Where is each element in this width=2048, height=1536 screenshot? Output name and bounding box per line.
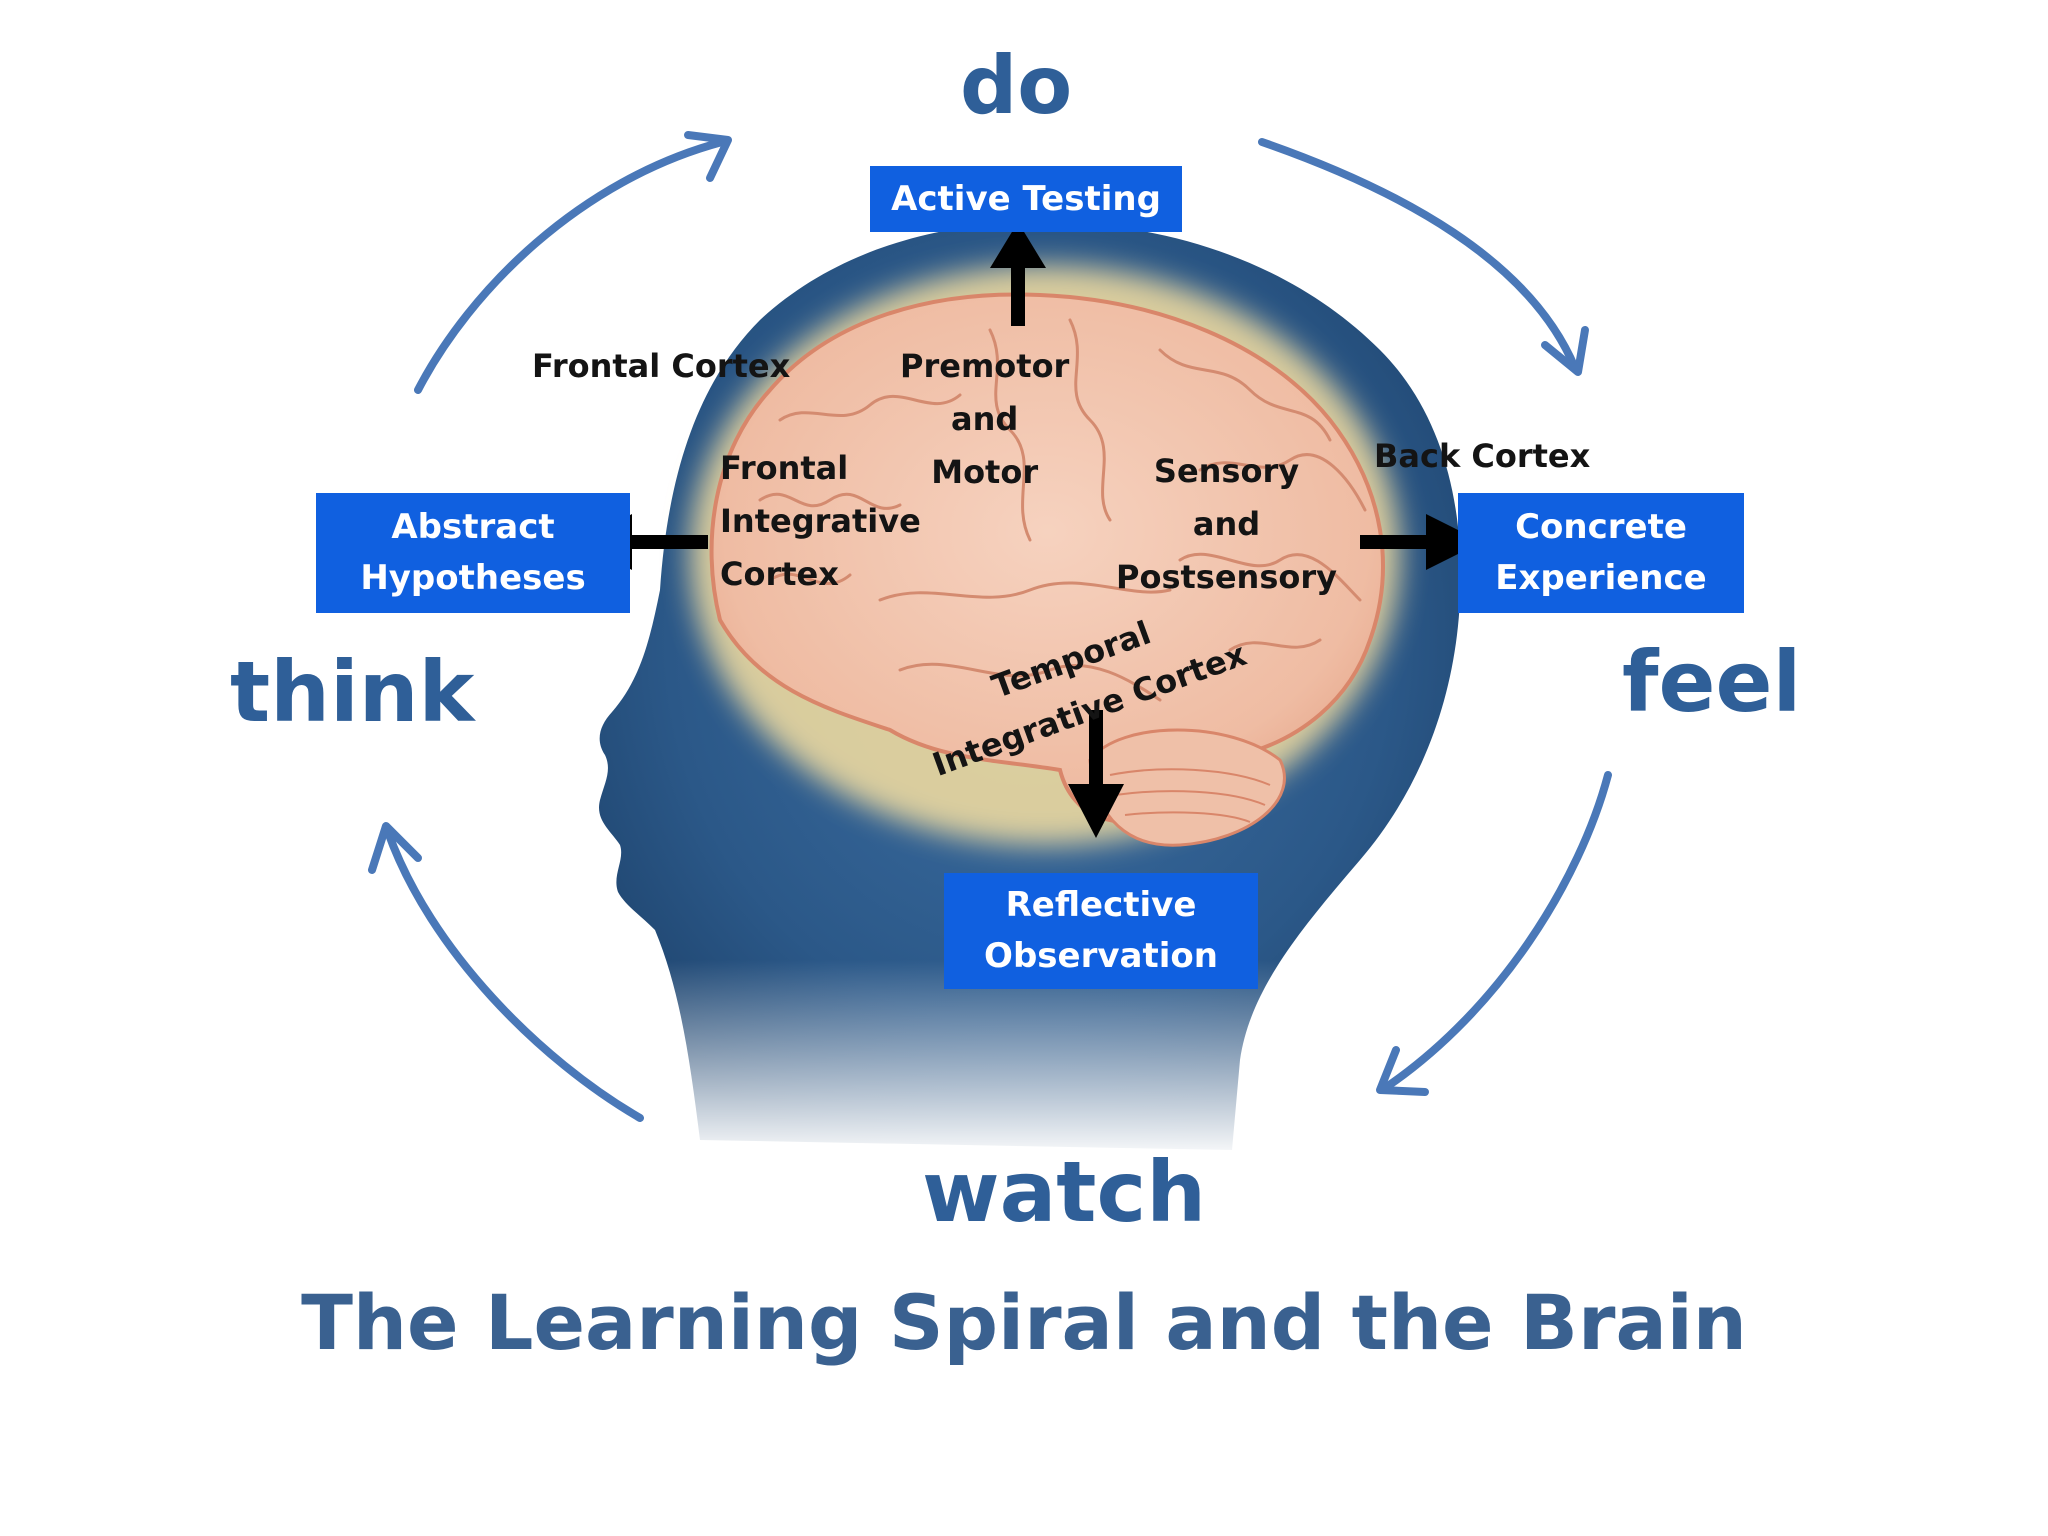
cycle-arrow-think-to-do-icon bbox=[414, 131, 732, 394]
stage-box-abstract-hypotheses: Abstract Hypotheses bbox=[316, 493, 630, 613]
stage-box-label: Hypotheses bbox=[360, 558, 586, 598]
region-label-sensory-postsensory: Sensory and Postsensory bbox=[1116, 445, 1337, 603]
region-label-frontal-cortex: Frontal Cortex bbox=[532, 340, 790, 393]
diagram-title: The Learning Spiral and the Brain bbox=[301, 1278, 1747, 1367]
region-label-line: Back Cortex bbox=[1374, 437, 1591, 475]
cycle-arrow-do-to-feel-icon bbox=[1258, 138, 1589, 376]
stage-box-concrete-experience: Concrete Experience bbox=[1458, 493, 1744, 613]
cycle-word-watch: watch bbox=[922, 1143, 1207, 1241]
region-label-line: Frontal Cortex bbox=[532, 347, 791, 385]
cycle-word-do: do bbox=[960, 39, 1073, 132]
arrow-down-black-icon bbox=[1068, 710, 1124, 838]
region-label-line: Postsensory bbox=[1116, 557, 1337, 596]
region-label-line: Cortex bbox=[720, 554, 839, 593]
stage-box-label: Reflective bbox=[1005, 885, 1197, 925]
brain-illustration-icon bbox=[690, 265, 1400, 847]
region-label-frontal-integrative: Frontal Integrative Cortex bbox=[720, 442, 921, 600]
cycle-arrow-watch-to-think-icon bbox=[368, 822, 644, 1122]
region-label-line: Frontal bbox=[720, 449, 849, 487]
arrow-right-black-icon bbox=[1360, 514, 1482, 570]
region-label-line: Premotor bbox=[900, 347, 1070, 385]
region-label-line: and bbox=[951, 399, 1019, 438]
stage-box-reflective-observation: Reflective Observation bbox=[944, 873, 1258, 989]
region-label-line: Sensory bbox=[1153, 452, 1300, 490]
stage-box-label: Concrete bbox=[1515, 507, 1687, 547]
stage-box-active-testing: Active Testing bbox=[870, 166, 1182, 232]
cycle-word-feel: feel bbox=[1622, 633, 1802, 731]
region-label-line: Motor bbox=[931, 452, 1039, 491]
stage-box-label: Experience bbox=[1495, 558, 1707, 598]
stage-box-label: Abstract bbox=[391, 507, 555, 547]
cycle-word-think: think bbox=[230, 643, 475, 741]
region-label-line: Integrative bbox=[720, 501, 921, 540]
region-label-premotor-motor: Premotor and Motor bbox=[900, 340, 1069, 498]
region-label-line: and bbox=[1192, 504, 1261, 543]
arrow-up-black-icon bbox=[990, 222, 1046, 326]
stage-box-label: Active Testing bbox=[891, 178, 1161, 219]
region-label-back-cortex: Back Cortex bbox=[1374, 430, 1590, 483]
stage-box-label: Observation bbox=[984, 936, 1218, 976]
cycle-arrow-feel-to-watch-icon bbox=[1376, 771, 1612, 1096]
